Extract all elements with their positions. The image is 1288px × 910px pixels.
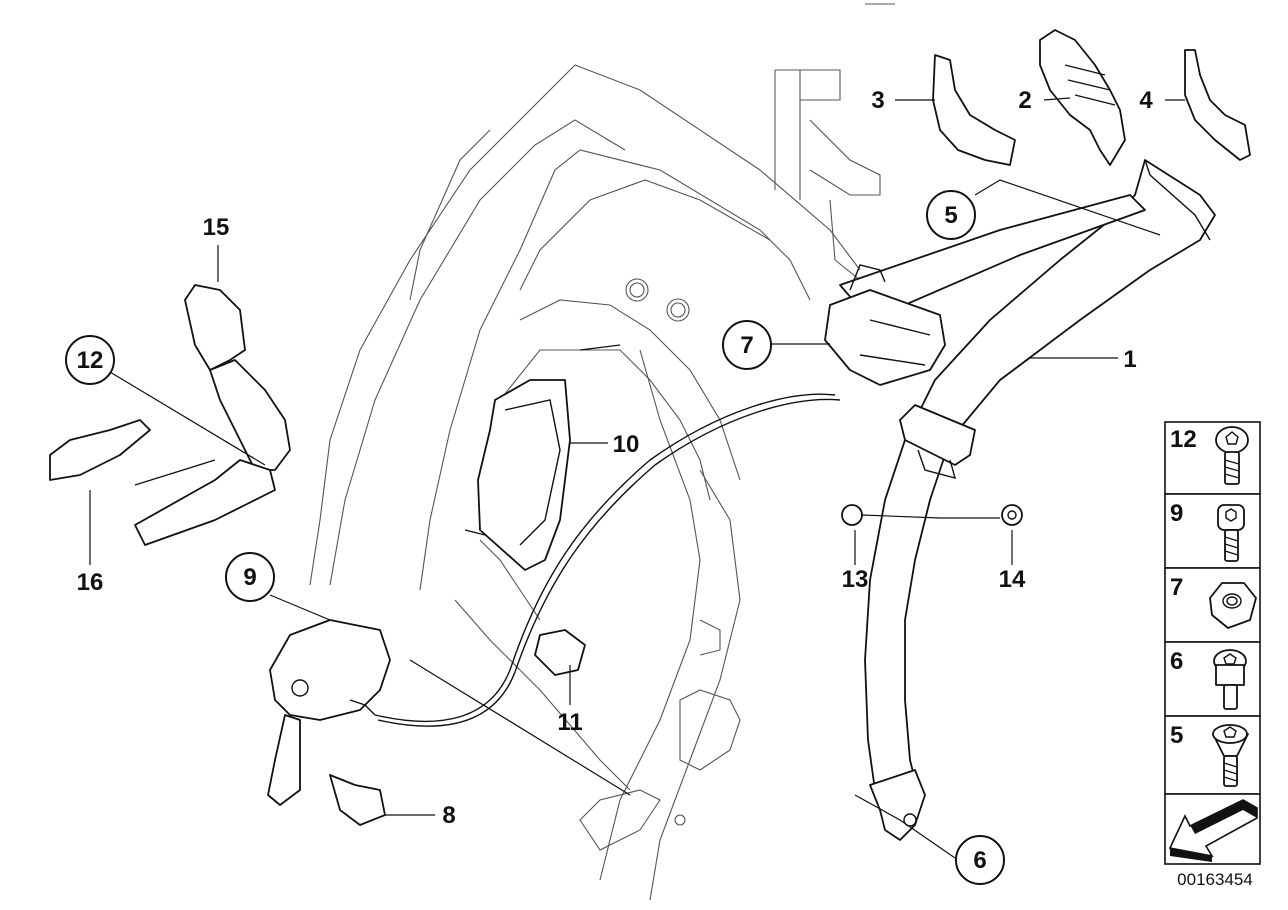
callout-6-circle — [955, 835, 1005, 885]
body-structure-outline — [309, 3, 895, 901]
callout-15: 15 — [203, 214, 230, 241]
callout-12: 12 — [77, 347, 104, 374]
retractor-and-hardware-parts — [49, 284, 1023, 826]
legend-number-7: 7 — [1170, 574, 1183, 601]
legend-row-9 — [1164, 493, 1261, 569]
torx-bolt-icon — [1217, 504, 1245, 562]
callout-16: 16 — [77, 569, 104, 596]
callout-6: 6 — [973, 847, 986, 874]
callout-9: 9 — [243, 564, 256, 591]
callout-8: 8 — [442, 802, 455, 829]
hex-nut-icon — [1209, 582, 1257, 629]
legend-number-12: 12 — [1170, 426, 1197, 453]
callout-13: 13 — [842, 566, 869, 593]
countersunk-bolt-icon — [1212, 724, 1249, 787]
shoulder-bolt-icon — [1213, 649, 1247, 710]
callout-3: 3 — [871, 87, 884, 114]
callout-4: 4 — [1139, 87, 1153, 114]
legend-number-5: 5 — [1170, 722, 1183, 749]
reference-number: 00163454 — [1177, 870, 1253, 889]
callout-10: 10 — [613, 431, 640, 458]
direction-arrow-icon — [1168, 799, 1258, 862]
legend-number-9: 9 — [1170, 500, 1183, 527]
callout-2: 2 — [1018, 87, 1031, 114]
callout-14: 14 — [999, 566, 1026, 593]
callout-labels: 1 2 3 4 5 6 7 8 9 10 11 12 13 14 15 16 — [65, 87, 1153, 885]
button-head-bolt-icon — [1215, 426, 1249, 485]
callout-1: 1 — [1123, 346, 1136, 373]
leader-lines — [89, 97, 1185, 859]
callout-5: 5 — [944, 202, 957, 229]
callout-7-circle — [722, 320, 772, 370]
callout-5-circle — [926, 190, 976, 240]
fastener-legend: 12 9 7 6 5 — [1164, 421, 1261, 889]
callout-7: 7 — [740, 332, 753, 359]
callout-12-circle — [65, 335, 115, 385]
callout-9-circle — [225, 552, 275, 602]
upper-trim-cover-parts — [932, 29, 1251, 166]
callout-11: 11 — [557, 709, 582, 736]
seat-belt-webbing-part — [824, 159, 1216, 841]
legend-number-6: 6 — [1170, 648, 1183, 675]
